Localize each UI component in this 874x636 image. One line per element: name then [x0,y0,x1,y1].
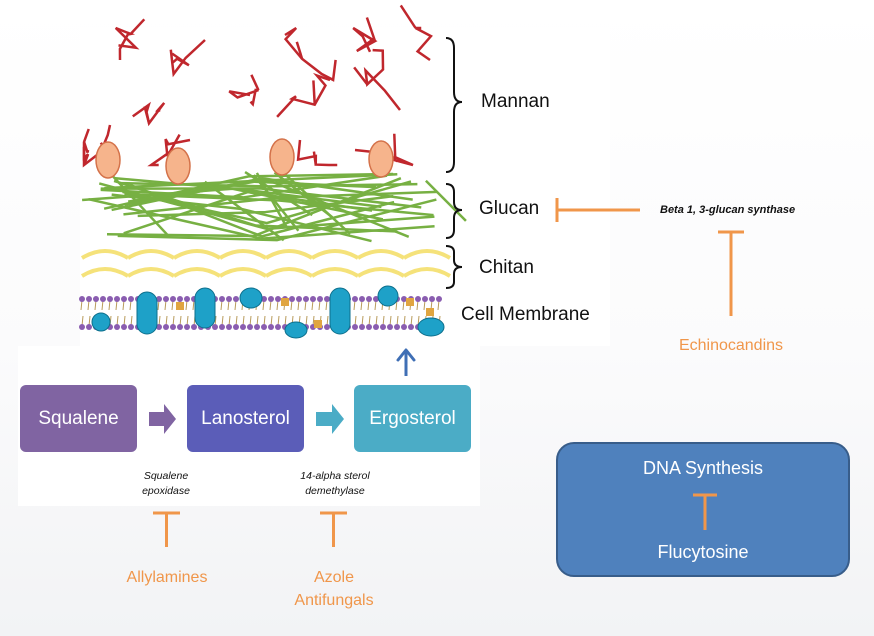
mannan-label: Mannan [481,91,550,112]
sterol-demethylase-label: 14-alpha sterol demethylase [300,470,370,497]
chitan-layer [80,249,452,278]
arrow-lanosterol-to-ergosterol [316,404,344,434]
dna-synthesis-box: DNA Synthesis Flucytosine [556,442,850,577]
glucan-layer [82,170,467,243]
cell-membrane-label: Cell Membrane [461,304,590,325]
chitan-label: Chitan [479,257,534,278]
layer-braces [445,37,463,289]
glucan-synthase-label: Beta 1, 3-glucan synthase [660,204,796,216]
glucan-inhibition-bar [555,198,640,222]
ergosterol-up-arrow [396,348,416,376]
membrane-proteins [91,285,445,339]
lanosterol-box: Lanosterol [187,385,304,452]
flucytosine-label: Flucytosine [657,542,749,562]
ergosterol-box: Ergosterol [354,385,471,452]
allylamines-label: Allylamines [126,569,208,586]
arrow-squalene-to-lanosterol [149,404,176,434]
squalene-epoxidase-label: Squalene epoxidase [142,470,190,497]
chitan-brace [445,245,463,289]
mannoprotein-ovals [95,138,394,185]
echinocandins-label: Echinocandins [678,337,784,354]
glucan-label: Glucan [479,198,540,219]
echinocandins-inhibition-bar [718,230,744,316]
glucan-brace [445,183,463,239]
mannan-brace [445,37,463,173]
dna-synthesis-label: DNA Synthesis [642,458,764,478]
mannan-layer [82,4,433,168]
flucytosine-inhibition-bar [693,493,717,530]
allylamines-inhibition-bar [153,511,180,547]
azole-inhibition-bar [320,511,347,547]
squalene-box: Squalene [20,385,137,452]
azole-antifungals-label: Azole Antifungals [294,569,374,609]
